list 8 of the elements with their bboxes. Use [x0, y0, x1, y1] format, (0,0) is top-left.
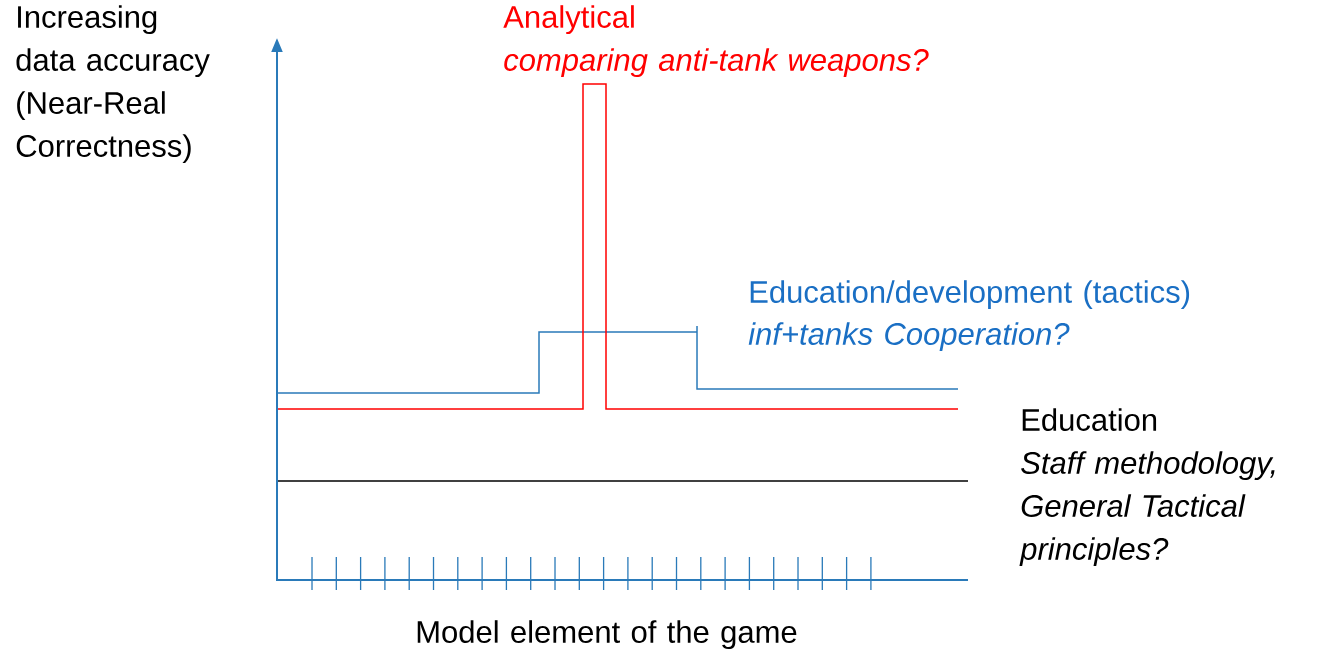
line-label: Education/development (tactics)	[750, 280, 1190, 310]
line-label: comparing anti-tank weapons?	[504, 48, 929, 78]
axis-title: Model element of the game	[417, 620, 797, 650]
axis-title: Increasing data accuracy (Near-Real Correctness)	[16, 5, 210, 164]
line-label: inf+tanks Cooperation?	[748, 322, 1070, 352]
line-label: Analytical	[503, 5, 634, 35]
line-label: Staff methodology, General Tactical principles?	[1019, 451, 1275, 567]
line-label: Education	[1022, 408, 1157, 431]
